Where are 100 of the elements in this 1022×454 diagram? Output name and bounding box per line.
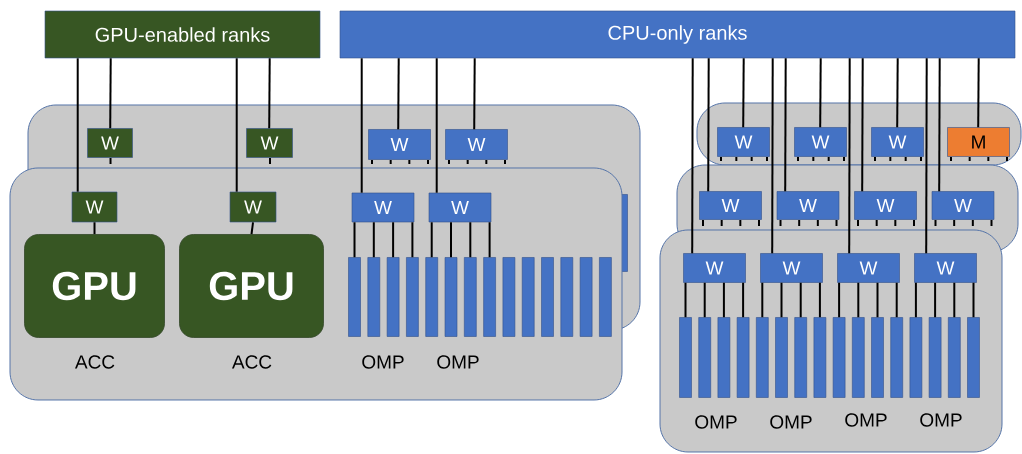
thread-bar	[348, 257, 361, 337]
connector-line	[473, 57, 476, 131]
thread-label: OMP	[920, 413, 962, 427]
rank-box: W	[717, 127, 770, 157]
rank-box: W	[71, 191, 118, 223]
connector-line	[450, 221, 452, 259]
rank-box: W	[760, 253, 823, 283]
connector-line	[784, 57, 787, 193]
connector-line	[857, 281, 860, 319]
rank-box: W	[246, 128, 293, 158]
thread-label: OMP	[695, 415, 737, 429]
connector-line	[488, 221, 491, 259]
thread-bar	[386, 257, 400, 337]
thread-bar	[948, 317, 961, 398]
rank-box: W	[914, 253, 977, 283]
thread-bar	[890, 317, 903, 398]
rank-box: W	[445, 129, 508, 160]
connector-line	[977, 57, 980, 129]
thread-bar	[832, 317, 846, 398]
connector-line	[109, 57, 112, 130]
connector-line	[353, 221, 356, 259]
thread-bar	[464, 257, 477, 337]
connector-line	[691, 57, 694, 255]
connector-line	[268, 57, 271, 130]
connector-line	[360, 57, 363, 194]
connector-line	[896, 57, 899, 129]
rank-box: W	[699, 191, 762, 220]
thread-bar	[967, 317, 980, 398]
thread-bar	[698, 317, 711, 398]
rank-box: W	[837, 253, 900, 283]
thread-bar	[928, 317, 942, 398]
connector-line	[761, 281, 764, 319]
connector-line	[707, 57, 710, 193]
rank-box: W	[776, 191, 840, 220]
thread-bar	[679, 317, 692, 398]
connector-line	[925, 57, 928, 255]
header-box: CPU-only ranks	[339, 10, 1016, 59]
header-box: GPU-enabled ranks	[44, 10, 321, 59]
thread-bar	[599, 257, 612, 337]
thread-bar	[560, 257, 574, 337]
rank-box: W	[428, 192, 492, 223]
connector-line	[430, 221, 433, 259]
rank-box: W	[683, 253, 746, 283]
connector-line	[799, 281, 802, 319]
thread-bar	[813, 317, 827, 398]
thread-bar	[579, 257, 593, 337]
gpu-block: GPU	[179, 234, 324, 338]
node-caption: ACC	[75, 355, 115, 369]
rank-box: W	[87, 128, 133, 158]
connector-line	[469, 221, 472, 259]
thread-bar	[909, 317, 923, 398]
connector-line	[819, 57, 822, 129]
thread-label: OMP	[845, 413, 887, 427]
connector-line	[435, 57, 438, 194]
thread-bar	[736, 317, 750, 398]
thread-bar	[483, 257, 496, 337]
connector-line	[914, 281, 917, 319]
node-caption: ACC	[232, 355, 272, 369]
thread-label: OMP	[362, 355, 404, 369]
connector-line	[771, 57, 774, 255]
connector-line	[742, 281, 745, 319]
connector-line	[703, 281, 706, 319]
thread-bar	[367, 257, 381, 337]
rank-box: M	[947, 127, 1010, 157]
thread-bar	[775, 317, 788, 398]
connector-line	[953, 281, 956, 319]
connector-line	[818, 281, 821, 319]
connector-line	[235, 57, 238, 193]
connector-line	[780, 281, 783, 319]
connector-line	[972, 281, 975, 319]
connector-line	[397, 57, 400, 131]
connector-line	[848, 57, 851, 255]
thread-bar	[756, 317, 769, 398]
thread-bar	[425, 257, 438, 337]
rank-box: W	[871, 127, 924, 157]
connector-line	[938, 57, 941, 193]
connector-line	[93, 221, 96, 236]
thread-bar	[521, 257, 535, 337]
connector-line	[76, 57, 79, 193]
connector-line	[250, 221, 254, 236]
thread-bar	[852, 317, 865, 398]
connector-line	[861, 57, 864, 193]
thread-bar	[541, 257, 554, 337]
thread-bar	[444, 257, 458, 337]
thread-label: OMP	[437, 355, 479, 369]
thread-bar	[871, 317, 884, 398]
rank-box: W	[229, 191, 277, 223]
connector-line	[838, 281, 841, 319]
rank-box: W	[794, 127, 847, 157]
connector-line	[372, 221, 375, 259]
thread-bar	[717, 317, 731, 398]
rank-box: W	[931, 191, 995, 220]
connector-line	[934, 281, 937, 319]
rank-box: W	[368, 129, 431, 160]
connector-line	[392, 221, 395, 259]
gpu-block: GPU	[24, 234, 165, 338]
connector-line	[684, 281, 687, 319]
thread-label: OMP	[770, 415, 812, 429]
connector-line	[411, 221, 414, 259]
rank-box: W	[351, 192, 415, 223]
